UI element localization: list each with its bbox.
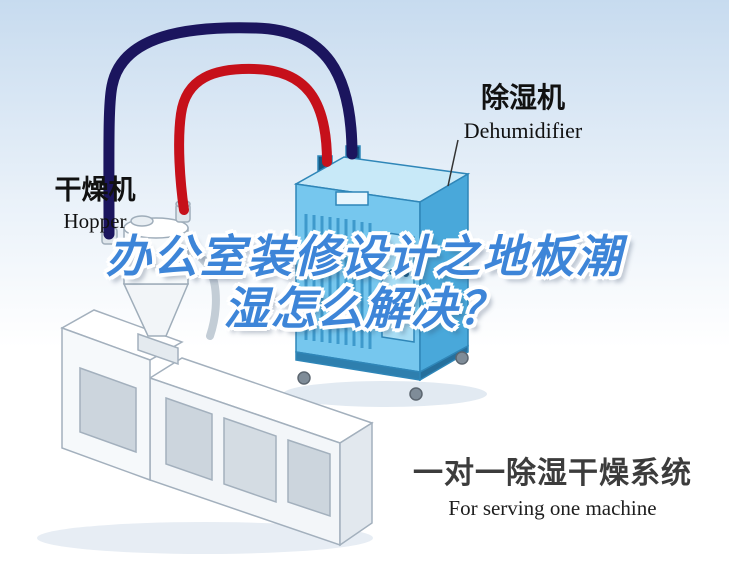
hopper-label-en: Hopper <box>63 209 127 233</box>
page-title: 办公室装修设计之地板潮 湿怎么解决？ <box>0 231 729 335</box>
dehumidifier-label-zh: 除湿机 <box>480 82 565 113</box>
machine-panel <box>223 416 277 504</box>
machine-shadow <box>37 522 373 554</box>
dehumidifier-shadow <box>283 381 487 407</box>
supply-hose <box>174 63 332 215</box>
hopper-label-zh: 干燥机 <box>54 175 136 205</box>
panel-indicator <box>389 269 395 275</box>
panel-switch <box>400 248 410 255</box>
caster-wheel <box>455 351 469 365</box>
hopper-mount <box>137 332 179 366</box>
panel-display <box>387 290 409 299</box>
page-title-line1: 办公室装修设计之地板潮 <box>105 231 623 282</box>
machine-panel <box>287 438 331 518</box>
vent-slats <box>304 214 372 349</box>
system-caption-en: For serving one machine <box>448 496 657 520</box>
dryer-machine <box>60 309 374 547</box>
page-title-line2: 湿怎么解决？ <box>223 282 506 334</box>
system-caption-zh: 一对一除湿干燥系统 <box>413 457 692 490</box>
return-hose <box>103 22 358 240</box>
machine-panel <box>79 366 137 454</box>
panel-indicator <box>403 271 409 277</box>
control-panel <box>381 231 415 343</box>
machine-panel <box>165 396 213 482</box>
dehumidifier-leader-line <box>447 139 459 187</box>
system-caption: 一对一除湿干燥系统 For serving one machine <box>400 448 705 521</box>
caster-wheel <box>409 387 423 401</box>
dehumidifier-label-en: Dehumidifier <box>463 118 583 143</box>
hopper-sightglass <box>130 215 154 227</box>
base-strip-side <box>419 344 469 382</box>
hopper-label: 干燥机 Hopper <box>20 168 170 234</box>
feed-tube <box>186 248 220 340</box>
panel-switch <box>387 246 397 253</box>
dehumidifier-unit <box>293 145 471 401</box>
dehumidifier-label: 除湿机 Dehumidifier <box>443 76 603 144</box>
machine-end-face <box>339 421 373 547</box>
brand-plate <box>335 191 369 206</box>
caster-wheel <box>297 371 311 385</box>
